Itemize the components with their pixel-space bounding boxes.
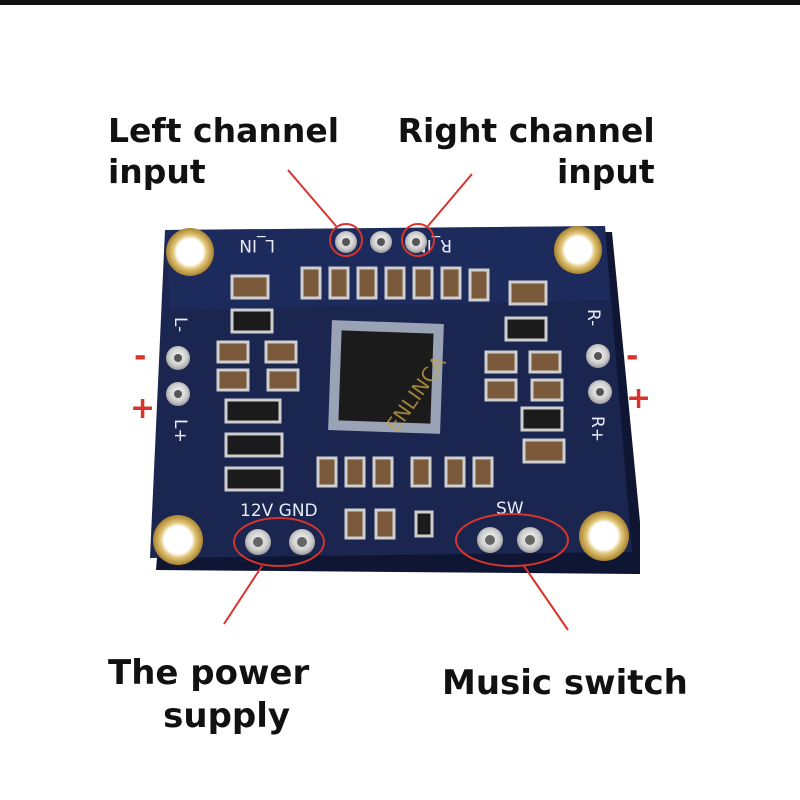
music-switch-label: Music switch xyxy=(442,662,688,705)
capacitor xyxy=(216,368,250,392)
left-speaker-pads xyxy=(166,346,190,406)
power-supply-label: The power supply xyxy=(108,652,309,737)
right-speaker-pads xyxy=(586,344,612,404)
capacitor xyxy=(328,266,350,300)
pad-hole xyxy=(596,388,604,396)
smd-components xyxy=(216,266,566,540)
capacitor xyxy=(484,350,518,374)
mount-hole-top-right xyxy=(554,226,602,274)
pointer-power xyxy=(223,565,263,625)
capacitor xyxy=(344,456,366,488)
pointer-switch xyxy=(523,565,569,631)
top-border xyxy=(0,0,800,5)
left-channel-line2: input xyxy=(108,152,206,192)
mount-hole-bottom-right xyxy=(579,511,629,561)
power-pads xyxy=(245,529,315,555)
resistor xyxy=(414,510,434,538)
right-channel-line1: Right channel xyxy=(397,111,655,150)
pad-hole xyxy=(174,354,182,362)
pad-hole xyxy=(253,537,263,547)
left-channel-line1: Left channel xyxy=(108,111,340,150)
inductor xyxy=(224,466,284,492)
switch-pads xyxy=(477,527,543,553)
music-switch-line1: Music switch xyxy=(442,663,688,703)
right-channel-input-label: Right channel input xyxy=(397,110,655,193)
polarity-right-plus: + xyxy=(626,381,651,416)
capacitor xyxy=(264,340,298,364)
silk-l-in: L_IN xyxy=(239,235,275,255)
silk-r-minus: R- xyxy=(583,309,603,326)
highlight-power xyxy=(233,517,325,567)
silk-r-plus: R+ xyxy=(587,416,607,442)
amplifier-ic xyxy=(328,320,444,434)
polarity-marks: - + - + xyxy=(130,339,651,426)
capacitor xyxy=(522,438,566,464)
highlight-right-input xyxy=(401,223,435,257)
power-supply-line1: The power xyxy=(108,653,310,693)
capacitor xyxy=(300,266,322,300)
pad-hole xyxy=(377,238,385,246)
pad-hole xyxy=(594,352,602,360)
inductor xyxy=(520,406,564,432)
silk-power: 12V GND xyxy=(240,501,318,521)
ic-body xyxy=(338,330,434,424)
silk-sw: SW xyxy=(496,499,524,519)
pointer-right-input xyxy=(427,173,473,227)
capacitor xyxy=(444,456,466,488)
silk-l-minus: L- xyxy=(170,317,190,332)
silk-l-plus: L+ xyxy=(170,419,190,443)
capacitor xyxy=(384,266,406,300)
pad-hole xyxy=(174,390,182,398)
capacitor xyxy=(484,378,518,402)
capacitor xyxy=(472,456,494,488)
mount-hole-bottom-left xyxy=(153,515,203,565)
pad-hole xyxy=(485,535,495,545)
power-supply-line2: supply xyxy=(163,695,291,736)
pad-hole xyxy=(297,537,307,547)
capacitor xyxy=(316,456,338,488)
polarity-right-minus: - xyxy=(626,339,638,374)
polarity-left-plus: + xyxy=(130,391,155,426)
capacitor xyxy=(372,456,394,488)
capacitor xyxy=(412,266,434,300)
annotations xyxy=(223,169,569,631)
capacitor xyxy=(266,368,300,392)
capacitor xyxy=(440,266,462,300)
capacitor xyxy=(508,280,548,306)
capacitor xyxy=(230,274,270,300)
capacitor xyxy=(374,508,396,540)
pad-hole xyxy=(412,238,420,246)
capacitor xyxy=(528,350,562,374)
polarity-left-minus: - xyxy=(134,339,146,374)
right-channel-line2: input xyxy=(557,152,655,192)
pad-hole xyxy=(525,535,535,545)
highlight-switch xyxy=(455,513,569,567)
highlight-left-input xyxy=(329,223,363,257)
capacitor xyxy=(410,456,432,488)
inductor xyxy=(230,308,274,334)
capacitor xyxy=(530,378,564,402)
pad-hole xyxy=(342,238,350,246)
capacitor xyxy=(216,340,250,364)
mount-hole-top-left xyxy=(166,228,214,276)
capacitor xyxy=(344,508,366,540)
inductor xyxy=(224,432,284,458)
input-header xyxy=(335,231,427,253)
inductor xyxy=(224,398,282,424)
capacitor xyxy=(356,266,378,300)
pointer-left-input xyxy=(287,169,337,227)
mounting-holes xyxy=(153,226,629,565)
capacitor xyxy=(468,268,490,302)
left-channel-input-label: Left channel input xyxy=(108,110,339,193)
inductor xyxy=(504,316,548,342)
